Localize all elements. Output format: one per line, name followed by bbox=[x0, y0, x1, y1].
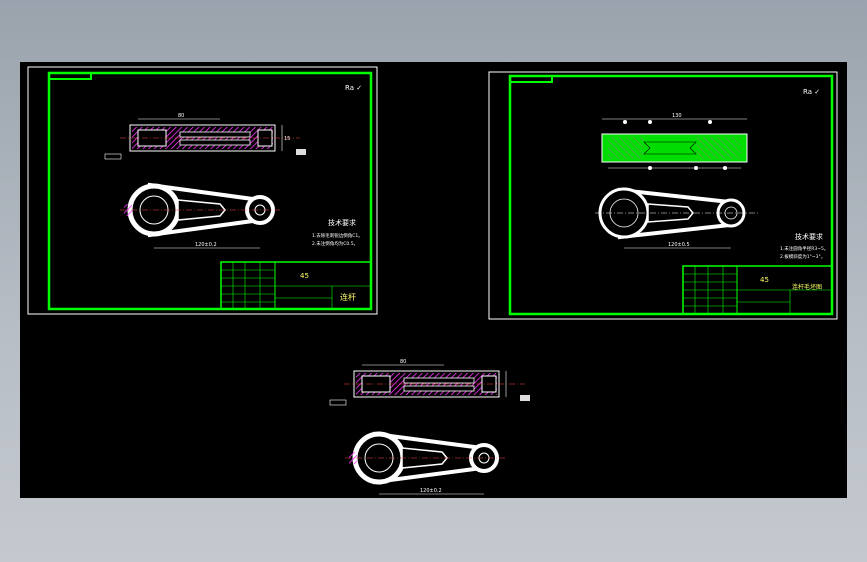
tech-line-2: 2.拔模斜度为1°~3°。 bbox=[780, 253, 825, 260]
sheet-2-corner-tag bbox=[509, 75, 553, 83]
sheet-1-corner-tag bbox=[48, 72, 92, 80]
forging-web bbox=[643, 141, 697, 155]
slot-upper bbox=[179, 131, 251, 138]
hatch-marker bbox=[349, 452, 357, 464]
sheet-1-frame bbox=[47, 71, 373, 311]
sheet-2-section-view[interactable]: 130 bbox=[601, 113, 748, 170]
loose-views[interactable]: 80 120±0.2 bbox=[329, 359, 530, 495]
slot-upper bbox=[403, 377, 475, 384]
sheet-2-frame bbox=[508, 74, 834, 316]
blank-web-pocket bbox=[647, 203, 694, 223]
forging-hatch-left bbox=[608, 137, 644, 159]
title-material: 45 bbox=[300, 272, 309, 280]
title-block-frame bbox=[220, 261, 372, 310]
sheet-2-plan-view[interactable]: 120±0.5 bbox=[595, 187, 760, 249]
tech-line-1: 1.未注圆角半径R3~5。 bbox=[780, 245, 828, 252]
slot-lower bbox=[403, 385, 475, 392]
title-part-name: 连杆 bbox=[340, 292, 356, 302]
title-material: 45 bbox=[760, 276, 769, 284]
sheet-1-section-view[interactable]: 80 15 bbox=[104, 113, 306, 160]
sheet-1-title-block[interactable]: 45 连杆 bbox=[220, 261, 372, 310]
title-part-name: 连杆毛坯图 bbox=[792, 283, 822, 291]
forging-hatch-right bbox=[696, 137, 741, 159]
sheet-1-tech-notes: 技术要求 1.去除毛刺锐边倒角C1。 2.未注倒角均为C0.5。 bbox=[312, 218, 363, 247]
drawing-canvas: Ra ✓ 80 15 120± bbox=[27, 66, 838, 495]
hatch-marker bbox=[124, 204, 132, 216]
tech-title: 技术要求 bbox=[795, 232, 823, 241]
tech-line-2: 2.未注倒角均为C0.5。 bbox=[312, 240, 358, 247]
loose-section-view[interactable]: 80 bbox=[329, 359, 530, 406]
cad-model-space[interactable]: Ra ✓ 80 15 120± bbox=[20, 62, 847, 498]
tech-line-1: 1.去除毛刺锐边倒角C1。 bbox=[312, 232, 363, 239]
dim-length-label: 120±0.2 bbox=[420, 488, 442, 494]
dim-top-label: 80 bbox=[400, 359, 406, 365]
drawing-sheet-2[interactable]: Ra ✓ 130 120±0.5 bbox=[488, 71, 838, 320]
datum-box bbox=[329, 399, 347, 406]
loose-plan-view[interactable]: 120±0.2 bbox=[345, 431, 506, 495]
sheet-1-border bbox=[27, 66, 378, 315]
slot-lower bbox=[179, 139, 251, 146]
dim-right-label: 15 bbox=[284, 136, 290, 142]
dim-top-label: 80 bbox=[178, 113, 184, 119]
sheet-2-roughness: Ra ✓ bbox=[803, 88, 820, 96]
datum-box bbox=[104, 153, 122, 160]
sheet-1-plan-view[interactable]: 120±0.2 bbox=[120, 182, 282, 249]
blank-dim-length-label: 120±0.5 bbox=[668, 242, 690, 248]
sheet-2-tech-notes: 技术要求 1.未注圆角半径R3~5。 2.拔模斜度为1°~3°。 bbox=[780, 232, 828, 260]
datum-tag bbox=[296, 149, 306, 155]
datum-tag bbox=[520, 395, 530, 401]
tech-title: 技术要求 bbox=[328, 218, 356, 227]
dim-top-label: 130 bbox=[672, 113, 682, 119]
sheet-2-border bbox=[488, 71, 838, 320]
sheet-2-title-block[interactable]: 45 连杆毛坯图 bbox=[682, 265, 833, 315]
dim-length-label: 120±0.2 bbox=[195, 242, 217, 248]
sheet-1-roughness: Ra ✓ bbox=[345, 84, 362, 92]
drawing-sheet-1[interactable]: Ra ✓ 80 15 120± bbox=[27, 66, 378, 315]
